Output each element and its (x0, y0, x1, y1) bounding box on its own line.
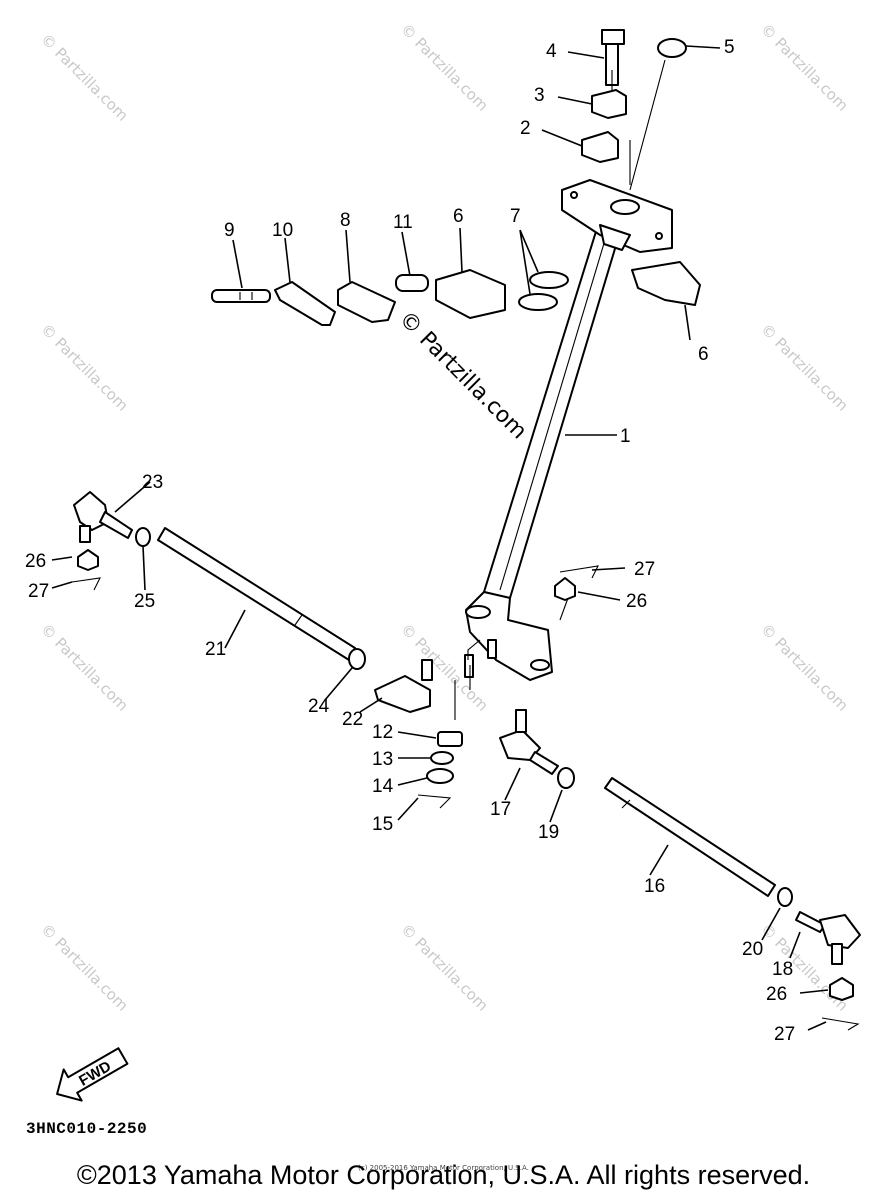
callout-21: 21 (205, 639, 226, 660)
callout-22: 22 (342, 709, 363, 730)
diagram-code: 3HNC010-2250 (26, 1120, 148, 1138)
callout-27c: 27 (774, 1024, 795, 1045)
callout-20: 20 (742, 939, 763, 960)
tiny-copyright-note: (c) 2005-2016 Yamaha Motor Corporation, … (358, 1164, 529, 1172)
watermark: © Partzilla.com (397, 20, 492, 115)
copyright-text: ©2013 Yamaha Motor Corporation, U.S.A. A… (76, 1160, 811, 1190)
callout-24: 24 (308, 696, 330, 717)
watermark: © Partzilla.com (757, 620, 852, 715)
fwd-arrow: FWD (56, 1047, 129, 1102)
callout-26b: 26 (626, 591, 647, 612)
callout-26c: 26 (766, 984, 787, 1005)
callout-27b: 27 (634, 559, 655, 580)
callout-2: 2 (520, 118, 531, 139)
callout-11: 11 (393, 212, 413, 233)
watermark: © Partzilla.com (37, 320, 132, 415)
callout-27a: 27 (28, 581, 49, 602)
watermark: © Partzilla.com (37, 920, 132, 1015)
callout-12: 12 (372, 722, 393, 743)
callout-4: 4 (546, 41, 557, 62)
callout-14: 14 (372, 776, 394, 797)
callout-5: 5 (724, 37, 735, 58)
callout-7: 7 (510, 206, 521, 227)
right-tie-rod (499, 565, 861, 1031)
watermark: © Partzilla.com (757, 20, 852, 115)
callout-25: 25 (134, 591, 155, 612)
callout-16: 16 (644, 876, 665, 897)
callout-15: 15 (372, 814, 393, 835)
callout-23: 23 (142, 472, 163, 493)
callout-10: 10 (272, 220, 293, 241)
callout-8: 8 (340, 210, 351, 231)
callout-13: 13 (372, 749, 393, 770)
watermark: © Partzilla.com (37, 30, 132, 125)
steering-shaft (464, 179, 673, 690)
watermark: © Partzilla.com (757, 320, 852, 415)
callout-26a: 26 (25, 551, 46, 572)
middle-parts (211, 261, 701, 326)
center-watermark: © Partzilla.com (394, 307, 532, 445)
callout-1: 1 (620, 426, 631, 447)
callout-6b: 6 (698, 344, 709, 365)
leader-lines (51, 45, 829, 1031)
callout-19: 19 (538, 822, 559, 843)
callout-numbers: 1 2 3 4 5 6 6 7 8 9 10 11 12 13 14 15 16… (25, 37, 795, 1045)
center-linkage (374, 659, 463, 809)
left-tie-rod (71, 491, 366, 670)
callout-18: 18 (772, 959, 793, 980)
callout-6: 6 (453, 206, 464, 227)
callout-3: 3 (534, 85, 545, 106)
top-clamp-parts (581, 29, 687, 191)
callout-17: 17 (490, 799, 511, 820)
watermark: © Partzilla.com (37, 620, 132, 715)
watermark: © Partzilla.com (397, 920, 492, 1015)
callout-9: 9 (224, 220, 235, 241)
